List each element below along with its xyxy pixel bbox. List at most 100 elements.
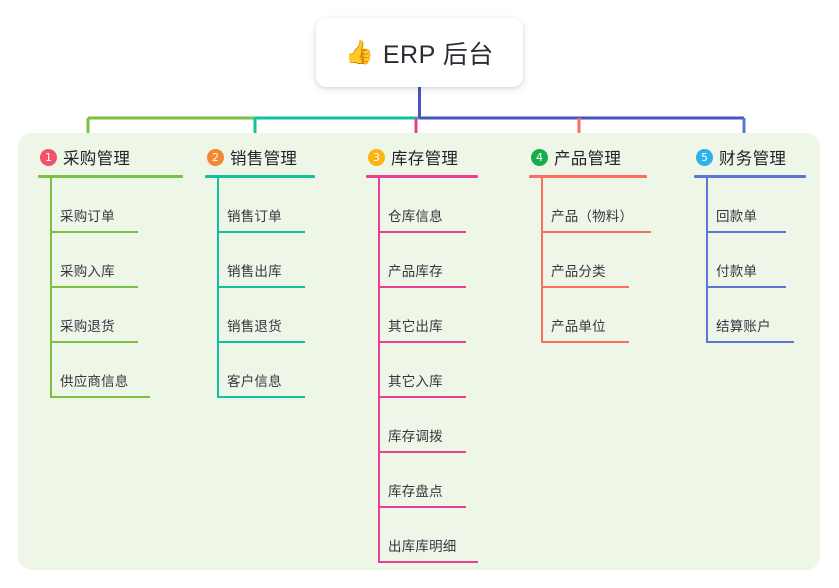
- branch-title: 产品管理: [554, 150, 622, 168]
- leaf-item-label: 产品分类: [551, 264, 606, 279]
- leaf-item[interactable]: 销售出库: [205, 233, 315, 288]
- leaf-item[interactable]: 采购订单: [38, 178, 183, 233]
- branch-column-3: 3 库存管理仓库信息产品库存其它出库其它入库库存调拨库存盘点出库库明细: [366, 145, 478, 563]
- branch-underline: [38, 175, 183, 178]
- leaf-item[interactable]: 库存盘点: [366, 453, 478, 508]
- root-node[interactable]: 👍 ERP 后台: [316, 18, 523, 87]
- branch-items: 销售订单销售出库销售退货客户信息: [205, 178, 315, 398]
- leaf-item-underline: [706, 286, 786, 288]
- leaf-item-underline: [50, 396, 150, 398]
- branch-number-badge: 4: [531, 148, 548, 166]
- leaf-item-label: 付款单: [716, 264, 758, 279]
- leaf-item-underline: [50, 231, 138, 233]
- leaf-item-label: 库存盘点: [388, 484, 443, 499]
- leaf-item[interactable]: 客户信息: [205, 343, 315, 398]
- leaf-item-label: 结算账户: [716, 319, 771, 334]
- leaf-item-label: 采购退货: [60, 319, 115, 334]
- leaf-item[interactable]: 结算账户: [694, 288, 806, 343]
- branch-underline: [694, 175, 806, 178]
- leaf-item-label: 销售订单: [227, 209, 282, 224]
- leaf-item[interactable]: 其它入库: [366, 343, 478, 398]
- branch-underline: [529, 175, 647, 178]
- branch-title: 库存管理: [391, 150, 459, 168]
- branch-header-4[interactable]: 4 产品管理: [529, 145, 647, 169]
- leaf-item-underline: [541, 286, 629, 288]
- leaf-item-label: 客户信息: [227, 374, 282, 389]
- branch-items: 仓库信息产品库存其它出库其它入库库存调拨库存盘点出库库明细: [366, 178, 478, 563]
- branch-number-badge: 2: [207, 148, 224, 166]
- root-title: ERP 后台: [382, 40, 494, 69]
- leaf-item-label: 库存调拨: [388, 429, 443, 444]
- branch-vertical-connector: [50, 178, 52, 398]
- leaf-item-underline: [378, 341, 466, 343]
- branch-header-2[interactable]: 2 销售管理: [205, 145, 315, 169]
- leaf-item-underline: [706, 231, 786, 233]
- leaf-item-underline: [217, 341, 305, 343]
- branch-title: 财务管理: [719, 150, 787, 168]
- leaf-item[interactable]: 采购入库: [38, 233, 183, 288]
- branch-vertical-connector: [706, 178, 708, 343]
- branch-column-1: 1 采购管理采购订单采购入库采购退货供应商信息: [38, 145, 183, 398]
- leaf-item[interactable]: 产品（物料）: [529, 178, 651, 233]
- leaf-item-label: 产品（物料）: [551, 209, 634, 224]
- branch-underline: [205, 175, 315, 178]
- leaf-item[interactable]: 产品库存: [366, 233, 478, 288]
- leaf-item[interactable]: 销售订单: [205, 178, 315, 233]
- leaf-item-underline: [378, 231, 466, 233]
- leaf-item[interactable]: 销售退货: [205, 288, 315, 343]
- leaf-item-label: 销售退货: [227, 319, 282, 334]
- leaf-item[interactable]: 采购退货: [38, 288, 183, 343]
- leaf-item-underline: [50, 341, 138, 343]
- leaf-item-label: 回款单: [716, 209, 758, 224]
- leaf-item-label: 销售出库: [227, 264, 282, 279]
- branch-title: 采购管理: [63, 150, 131, 168]
- branch-items: 采购订单采购入库采购退货供应商信息: [38, 178, 183, 398]
- leaf-item-label: 采购入库: [60, 264, 115, 279]
- leaf-item-underline: [541, 231, 651, 233]
- branch-column-4: 4 产品管理产品（物料） 产品分类产品单位: [529, 145, 651, 343]
- leaf-item-label: 其它入库: [388, 374, 443, 389]
- branch-header-3[interactable]: 3 库存管理: [366, 145, 478, 169]
- branch-underline: [366, 175, 478, 178]
- branch-number-badge: 3: [368, 148, 385, 166]
- leaf-item[interactable]: 付款单: [694, 233, 806, 288]
- leaf-item-label: 产品库存: [388, 264, 443, 279]
- leaf-item[interactable]: 产品单位: [529, 288, 647, 343]
- leaf-item-label: 产品单位: [551, 319, 606, 334]
- leaf-item[interactable]: 仓库信息: [366, 178, 478, 233]
- leaf-item[interactable]: 其它出库: [366, 288, 478, 343]
- leaf-item-label: 仓库信息: [388, 209, 443, 224]
- leaf-item[interactable]: 出库库明细: [366, 508, 478, 563]
- thumbs-up-icon: 👍: [345, 39, 374, 65]
- branch-vertical-connector: [541, 178, 543, 343]
- leaf-item-underline: [50, 286, 138, 288]
- branch-header-1[interactable]: 1 采购管理: [38, 145, 183, 169]
- branch-number-badge: 1: [40, 148, 57, 166]
- branch-vertical-connector: [217, 178, 219, 398]
- leaf-item-label: 其它出库: [388, 319, 443, 334]
- leaf-item-underline: [378, 286, 466, 288]
- leaf-item[interactable]: 回款单: [694, 178, 806, 233]
- branch-items: 回款单付款单结算账户: [694, 178, 806, 343]
- leaf-item-label: 供应商信息: [60, 374, 129, 389]
- leaf-item[interactable]: 产品分类: [529, 233, 647, 288]
- branch-items: 产品（物料） 产品分类产品单位: [529, 178, 651, 343]
- leaf-item-underline: [378, 561, 478, 563]
- leaf-item-underline: [378, 506, 466, 508]
- leaf-item-underline: [217, 286, 305, 288]
- leaf-item[interactable]: 供应商信息: [38, 343, 183, 398]
- branch-title: 销售管理: [230, 150, 298, 168]
- leaf-item-underline: [378, 451, 466, 453]
- branch-column-2: 2 销售管理销售订单销售出库销售退货客户信息: [205, 145, 315, 398]
- leaf-item-underline: [541, 341, 629, 343]
- leaf-item-underline: [706, 341, 794, 343]
- leaf-item-label: 采购订单: [60, 209, 115, 224]
- leaf-item-label: 出库库明细: [388, 539, 457, 554]
- leaf-item-underline: [217, 231, 305, 233]
- leaf-item[interactable]: 库存调拨: [366, 398, 478, 453]
- leaf-item-underline: [378, 396, 466, 398]
- branch-vertical-connector: [378, 178, 380, 563]
